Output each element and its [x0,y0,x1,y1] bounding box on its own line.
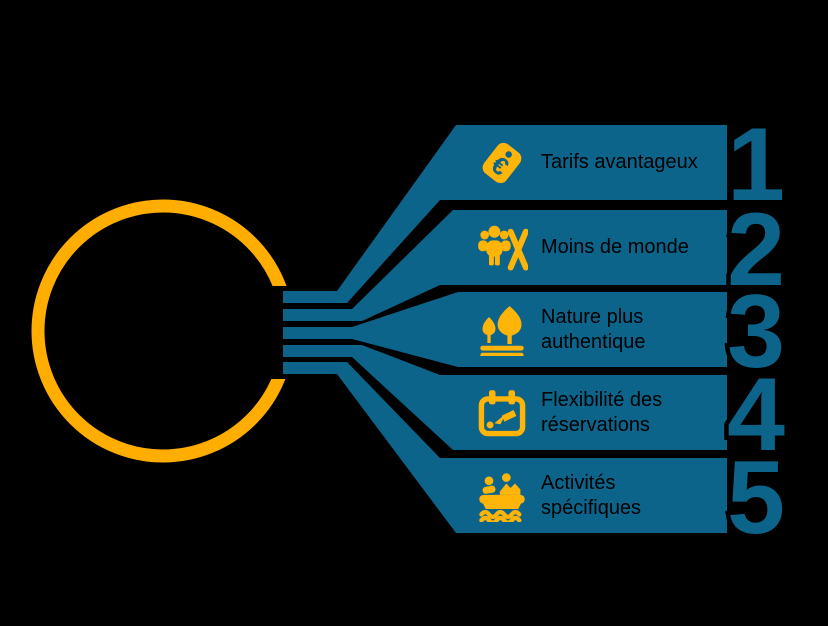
circle-outline [31,199,295,463]
banner-shape-5 [283,362,727,533]
banner-number-1: 1 [727,107,785,223]
trees-icon [476,304,528,356]
rafting-icon [476,470,528,522]
banner-item-2: Moins de monde [476,210,716,285]
price-tag-icon: € [476,137,528,189]
banner-item-3: Nature plus authentique [476,292,716,367]
calendar-icon [476,387,528,439]
banner-number-2: 2 [727,192,785,308]
banner-shape-2 [283,210,727,321]
banner-numbers: 1 2 3 4 5 [723,103,790,561]
banner-label-2: Moins de monde [541,236,689,258]
banner-label-4: Flexibilité des réservations [541,388,663,436]
banner-item-1: € Tarifs avantageux [476,125,716,200]
banner-shape-1 [283,125,727,303]
banner-number-4: 4 [727,357,785,473]
banner-number-3: 3 [727,274,785,390]
banner-number-5: 5 [727,440,785,556]
banner-label-5: Activités spécifiques [541,471,642,519]
banner-label-3: Nature plus authentique [541,305,646,353]
banner-label-1: Tarifs avantageux [541,151,698,173]
crowd-cross-icon [476,222,528,274]
banner-item-5: Activités spécifiques [476,458,716,533]
banner-item-4: Flexibilité des réservations [476,375,716,450]
